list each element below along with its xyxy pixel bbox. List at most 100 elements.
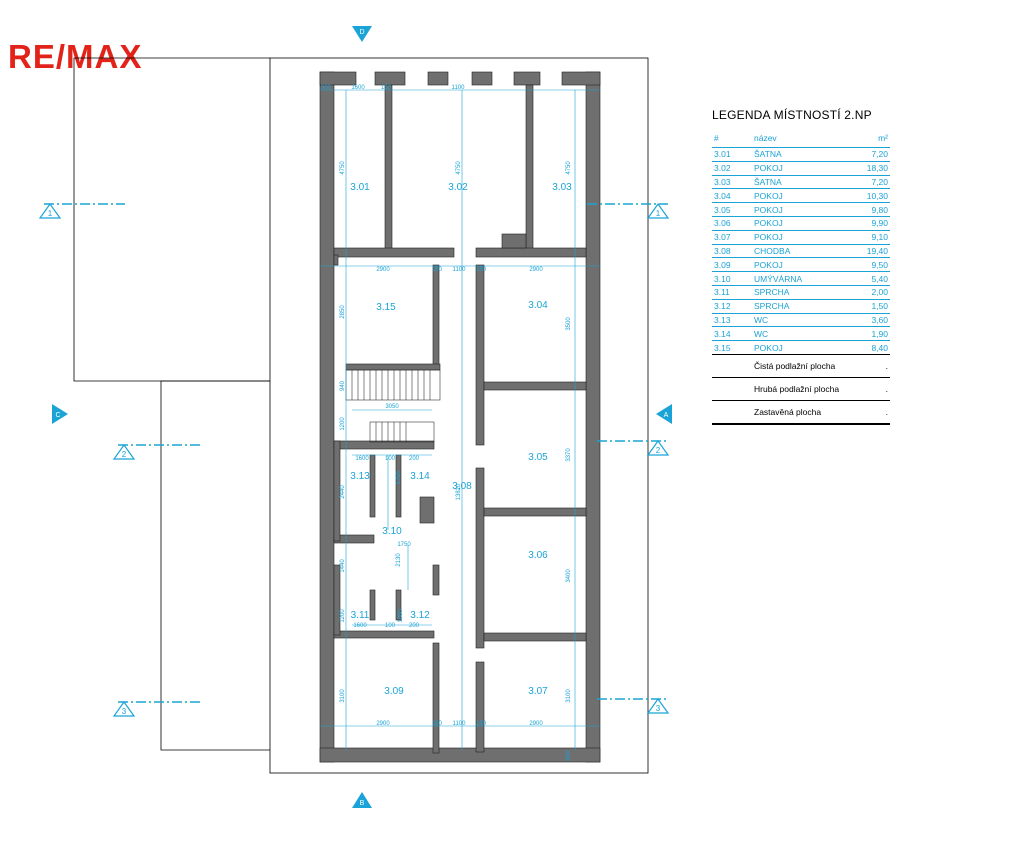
summary-value: . [885,406,888,417]
legend-summary: Čistá podlažní plocha. Hrubá podlažní plo… [712,355,890,425]
legend-row-name: POKOJ [752,215,845,231]
legend-row-num: 3.08 [712,243,752,258]
dimension-text: 1600 [351,85,365,91]
dimension-text: 3050 [385,404,399,410]
svg-text:C: C [55,412,60,419]
legend-row-area: 2,00 [844,284,890,300]
dimension-text: 1440 [340,559,346,573]
room-label: 3.09 [384,686,404,697]
svg-text:3: 3 [656,704,661,713]
room-label: 3.07 [528,686,548,697]
room-label: 3.11 [351,610,370,621]
axis-marker-2-right: 2 [646,439,670,456]
axis-marker-3-left: 3 [112,700,136,717]
legend-row-area: 7,20 [844,147,890,162]
dimension-text: 2850 [340,305,346,319]
legend-row-name: POKOJ [752,188,845,203]
room-label: 3.14 [410,471,430,482]
room-label: 3.02 [448,182,468,193]
axis-marker-3-right: 3 [646,697,670,714]
staircase [345,369,441,443]
axis-marker-1-right: 1 [646,202,670,219]
dimension-lines [320,89,600,750]
legend-header-row: # název m² [712,132,890,148]
legend-col-area: m² [878,133,888,143]
legend-row-area: 1,50 [844,298,890,314]
dimension-text: 2440 [340,485,346,499]
summary-value: . [885,360,888,371]
room-label: 3.12 [410,610,430,621]
dimension-text: 200 [409,456,420,462]
dimension-text: 13820 [456,483,462,500]
svg-text:1: 1 [48,209,53,218]
legend-row-name: POKOJ [752,202,845,217]
dimension-text: 2900 [529,721,543,727]
dimension-texts-vertical: 4750 4750 4750 2850 3500 940 1200 2440 1… [340,161,572,761]
legend-row-name: UMÝVÁRNA [752,271,845,286]
dimension-text: 300 [566,750,572,761]
room-label: 3.04 [528,300,548,311]
legend-row-num: 3.03 [712,174,752,189]
dimension-text: 1200 [340,417,346,431]
legend-col-num: # [714,133,719,143]
summary-label: Zastavěná plocha [754,406,822,417]
legend-row-area: 1,90 [844,326,890,341]
dimension-text: 3400 [566,569,572,583]
dimension-text: 1200 [340,609,346,623]
room-labels: 3.01 3.02 3.03 3.04 3.05 3.06 3.07 3.08 … [350,182,572,697]
summary-label: Čistá podlažní plocha [754,360,836,371]
dimension-text: 4750 [566,161,572,175]
dimension-text: 200 [409,623,420,629]
section-marker-bottom: B [352,792,372,808]
legend-col-name: název [754,133,777,143]
site-outline [73,57,649,774]
legend-row-num: 3.14 [712,326,752,341]
room-label: 3.08 [452,481,472,492]
legend-row-num: 3.10 [712,271,752,286]
summary-label: Hrubá podlažní plocha [754,383,840,394]
section-marker-left: C [52,404,68,424]
legend-row-num: 3.04 [712,188,752,203]
dimension-text: 1600 [355,456,369,462]
axis-marker-2-left: 2 [112,443,136,460]
legend-row-area: 10,30 [844,188,890,203]
dimension-text: 2900 [529,267,543,273]
legend-row-area: 9,90 [844,215,890,231]
dimension-text: 1000 [398,609,404,623]
dimension-text: 150 [432,267,443,273]
dimension-text: 3500 [566,317,572,331]
dimension-text: 1600 [353,623,367,629]
dimension-text: 940 [340,380,346,391]
summary-row: Hrubá podlažní plocha. [712,378,890,401]
legend-row-num: 3.07 [712,229,752,245]
legend-row-area: 9,50 [844,257,890,272]
logo-text: RE/MAX [8,38,143,75]
room-label: 3.10 [382,526,402,537]
svg-text:D: D [359,29,364,36]
room-label: 3.06 [528,550,548,561]
interior-walls [333,84,587,754]
remax-logo: RE/MAX [8,40,142,73]
svg-text:1: 1 [656,209,661,218]
dimension-text: 1100 [452,85,466,91]
summary-row: Zastavěná plocha. [712,401,890,425]
svg-text:A: A [664,412,669,419]
legend-title: LEGENDA MÍSTNOSTÍ 2.NP [712,108,872,122]
legend-row-num: 3.06 [712,215,752,231]
svg-text:3: 3 [122,707,127,716]
legend-row-name: SPRCHA [752,284,845,300]
legend-row-area: 3,60 [844,312,890,327]
dimension-text: 2130 [396,553,402,567]
exterior-walls [319,71,601,763]
dimension-text: 150 [432,721,443,727]
